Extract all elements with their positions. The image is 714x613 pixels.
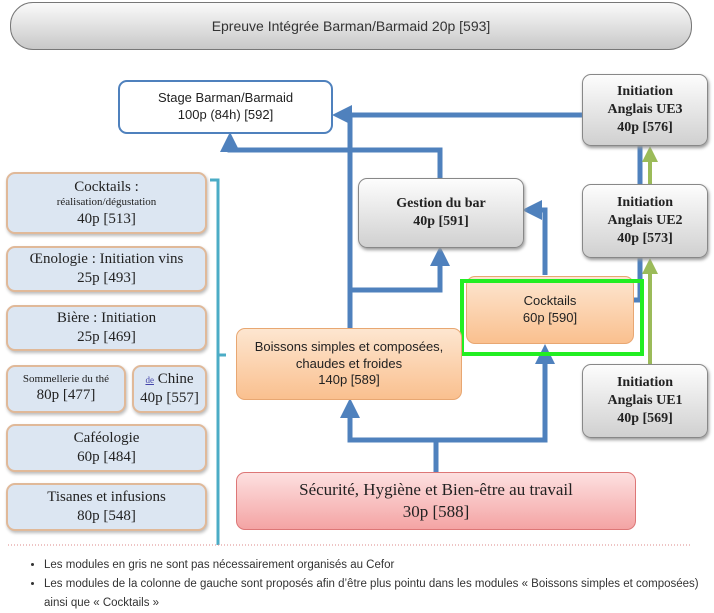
ue1-line2: Anglais UE1 — [607, 392, 683, 408]
left-hours: 40p [557] — [140, 390, 199, 406]
cocktails-title: Cocktails — [523, 293, 577, 309]
stage-hours: 100p (84h) [592] — [177, 107, 274, 122]
left-subtitle: réalisation/dégustation — [56, 196, 157, 209]
ue2-line2: Anglais UE2 — [607, 212, 683, 228]
arrow-cocktails-gestion — [522, 200, 548, 275]
left-title: Œnologie : Initiation vins — [29, 250, 184, 267]
left-oenologie-box: Œnologie : Initiation vins 25p [493] — [6, 246, 207, 292]
ue1-line1: Initiation — [616, 374, 673, 390]
boissons-title: Boissons simples et composées, — [254, 338, 444, 354]
left-hours: 25p [469] — [77, 329, 136, 345]
ue3-hours: 40p [576] — [617, 120, 673, 136]
ue2-line1: Initiation — [616, 194, 673, 210]
arrow-gestion-stage — [220, 132, 443, 178]
left-title: Chine — [157, 370, 194, 387]
securite-title: Sécurité, Hygiène et Bien-être au travai… — [299, 479, 573, 499]
left-hours: 60p [484] — [77, 449, 136, 465]
left-title: Cocktails : — [74, 179, 139, 196]
cocktails-highlight — [460, 279, 644, 356]
left-column-bracket — [210, 178, 226, 545]
arrow-boissons-gestion — [347, 246, 450, 328]
gestion-hours: 40p [591] — [413, 214, 469, 229]
stage-title: Stage Barman/Barmaid — [157, 90, 294, 106]
left-biere-box: Bière : Initiation 25p [469] — [6, 305, 207, 351]
gestion-title: Gestion du bar — [396, 195, 486, 211]
left-title: Sommellerie du thé — [22, 373, 110, 386]
cocktails-hours: 60p [590] — [522, 310, 578, 325]
note-item: Les modules de la colonne de gauche sont… — [44, 575, 714, 613]
ue1-hours: 40p [569] — [617, 411, 673, 427]
left-tisanes-box: Tisanes et infusions 80p [548] — [6, 483, 207, 531]
securite-hours: 30p [588] — [402, 502, 470, 521]
securite-box: Sécurité, Hygiène et Bien-être au travai… — [236, 472, 636, 530]
left-cafeologie-box: Caféologie 60p [484] — [6, 424, 207, 472]
ue3-line2: Anglais UE3 — [607, 101, 683, 117]
boissons-subtitle: chaudes et froides — [295, 355, 403, 371]
left-title: Bière : Initiation — [56, 309, 157, 326]
left-hours: 80p [477] — [36, 387, 96, 404]
left-title: Caféologie — [73, 429, 140, 446]
left-hours: 25p [493] — [77, 270, 136, 286]
arrow-securite-boissons — [340, 398, 439, 472]
arrow-boissons-stage — [332, 105, 353, 290]
left-prefix: de — [145, 374, 154, 385]
left-hours: 40p [513] — [77, 210, 136, 227]
arrow-securite-cocktails — [436, 344, 555, 443]
note-item: Les modules en gris ne sont pas nécessai… — [44, 556, 714, 575]
boissons-box: Boissons simples et composées,chaudes et… — [236, 328, 462, 400]
left-chine-box: de Chine 40p [557] — [132, 365, 207, 413]
notes-list: Les modules en gris ne sont pas nécessai… — [30, 556, 714, 613]
left-title: Tisanes et infusions — [47, 488, 166, 505]
banner-label: Epreuve Intégrée Barman/Barmaid 20p [593… — [211, 18, 491, 34]
boissons-hours: 140p [589] — [318, 372, 380, 388]
gestion-box: Gestion du bar 40p [591] — [358, 178, 524, 248]
left-hours: 80p [548] — [77, 508, 136, 524]
ue3-line1: Initiation — [616, 83, 673, 99]
ue2-hours: 40p [573] — [617, 231, 673, 247]
epreuve-integree-banner: Epreuve Intégrée Barman/Barmaid 20p [593… — [10, 2, 692, 50]
